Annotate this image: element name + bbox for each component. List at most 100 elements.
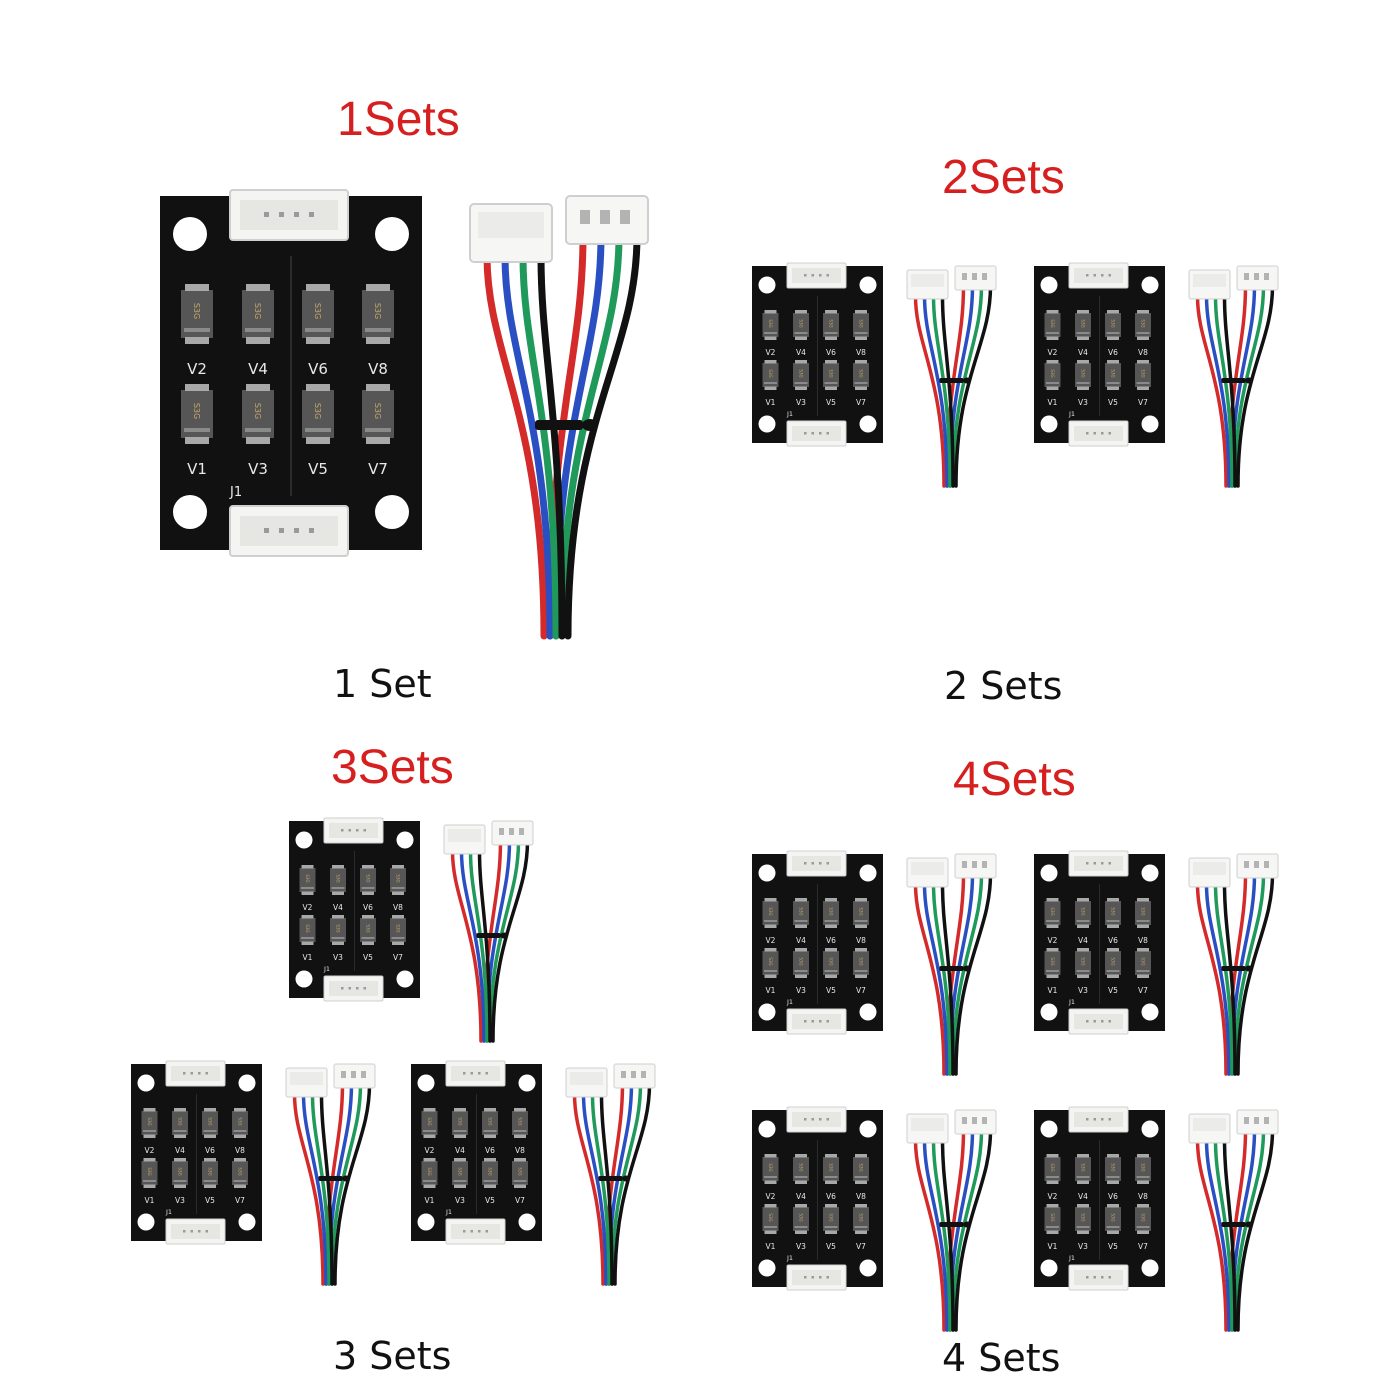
diode: S3G: [232, 1108, 248, 1138]
board-kit: S3GV2S3GV4S3GV6S3GV8S3GV1S3GV3S3GV5S3GV7…: [752, 850, 997, 1076]
diode: S3G: [853, 1204, 869, 1234]
diode: S3G: [202, 1158, 218, 1188]
mount-hole: [417, 1074, 435, 1092]
cable-tie: [476, 933, 501, 938]
diode: S3G: [823, 948, 839, 978]
diode-marking: S3G: [1081, 1213, 1086, 1221]
mount-hole: [1141, 1003, 1159, 1021]
diode-marking: S3G: [829, 957, 834, 965]
diode-label: V7: [235, 1196, 245, 1205]
diode-label: V8: [393, 903, 403, 912]
cable-plug: [906, 1113, 949, 1144]
cable-plug: [1236, 1109, 1279, 1135]
driver-board: S3GV2S3GV4S3GV6S3GV8S3GV1S3GV3S3GV5S3GV7…: [1034, 850, 1165, 1035]
diode-label: V3: [796, 986, 806, 995]
diode-marking: S3G: [829, 1213, 834, 1221]
group-4-title: 4Sets: [953, 753, 1076, 806]
diode: S3G: [853, 948, 869, 978]
diode-label: V5: [485, 1196, 495, 1205]
diode: S3G: [1075, 948, 1091, 978]
diode-marking: S3G: [1141, 369, 1146, 377]
diode: S3G: [512, 1108, 528, 1138]
board-kit: S3GV2S3GV4S3GV6S3GV8S3GV1S3GV3S3GV5S3GV7…: [411, 1060, 656, 1286]
diode-label: V8: [1138, 348, 1148, 357]
driver-board: S3GV2S3GV4S3GV6S3GV8S3GV1S3GV3S3GV5S3GV7…: [289, 817, 420, 1002]
bottom-connector: [229, 505, 349, 557]
mount-hole: [758, 1259, 776, 1277]
driver-board: S3GV2S3GV4S3GV6S3GV8S3GV1S3GV3S3GV5S3GV7…: [752, 1106, 883, 1291]
driver-board: S3GV2S3GV4S3GV6S3GV8S3GV1S3GV3S3GV5S3GV7…: [1034, 1106, 1165, 1291]
mount-hole: [859, 1003, 877, 1021]
mount-hole: [1040, 276, 1058, 294]
diode-label: V6: [826, 936, 836, 945]
diode-label: V6: [1108, 348, 1118, 357]
diode: S3G: [172, 1108, 188, 1138]
diode-label: V5: [826, 986, 836, 995]
cable-tie: [939, 378, 964, 383]
diode-label: V1: [1048, 398, 1058, 407]
diode-label: V6: [1108, 936, 1118, 945]
diode: S3G: [1044, 310, 1061, 340]
mount-hole: [238, 1213, 256, 1231]
diode-label: V1: [1048, 986, 1058, 995]
diode: S3G: [172, 1158, 188, 1188]
mount-hole: [859, 864, 877, 882]
diode: S3G: [1135, 360, 1151, 390]
diode-label: V7: [515, 1196, 525, 1205]
mount-hole: [238, 1074, 256, 1092]
board-kit: S3GV2S3GV4S3GV6S3GV8S3GV1S3GV3S3GV5S3GV7…: [289, 817, 534, 1043]
diode-label: V2: [1048, 348, 1058, 357]
diode-marking: S3G: [458, 1117, 463, 1125]
cable-plug: [285, 1067, 328, 1098]
diode-marking: S3G: [336, 924, 341, 932]
top-connector: [229, 189, 349, 241]
diode: S3G: [1105, 948, 1121, 978]
diode: S3G: [1105, 1204, 1121, 1234]
cable-plug: [565, 195, 649, 245]
diode: S3G: [793, 1154, 809, 1184]
diode-marking: S3G: [488, 1167, 493, 1175]
cable-tie: [939, 966, 964, 971]
mount-hole: [1040, 1003, 1058, 1021]
group-3-caption: 3 Sets: [333, 1334, 452, 1378]
diode-marking: S3G: [768, 369, 773, 377]
diode-label: V5: [826, 1242, 836, 1251]
mount-hole: [137, 1074, 155, 1092]
connector-label: J1: [786, 1254, 793, 1262]
top-connector: [786, 1106, 847, 1133]
diode: S3G: [1044, 1204, 1061, 1234]
diode-label: V5: [308, 460, 328, 478]
diode: S3G: [793, 898, 809, 928]
diode-label: V3: [175, 1196, 185, 1205]
diode-marking: S3G: [799, 319, 804, 327]
diode-marking: S3G: [1111, 1163, 1116, 1171]
diode-label: V6: [826, 1192, 836, 1201]
diode-marking: S3G: [373, 403, 382, 419]
cable-plug: [469, 203, 553, 263]
group-2-title: 2Sets: [942, 151, 1065, 204]
diode-marking: S3G: [1141, 907, 1146, 915]
diode-label: V4: [175, 1146, 185, 1155]
driver-board: S3GV2S3GV4S3GV6S3GV8S3GV1S3GV3S3GV5S3GV7…: [1034, 262, 1165, 447]
diode-marking: S3G: [178, 1167, 183, 1175]
diode-marking: S3G: [1050, 957, 1055, 965]
diode-marking: S3G: [427, 1117, 432, 1125]
diode: S3G: [853, 898, 869, 928]
diode: S3G: [452, 1158, 468, 1188]
diode: S3G: [362, 384, 394, 444]
diode-label: V2: [1048, 1192, 1058, 1201]
mount-hole: [859, 415, 877, 433]
diode: S3G: [390, 865, 406, 895]
diode: S3G: [242, 284, 274, 344]
diode-label: V3: [1078, 986, 1088, 995]
connector-label: J1: [445, 1208, 452, 1216]
diode-label: V4: [333, 903, 343, 912]
diode: S3G: [452, 1108, 468, 1138]
mount-hole: [758, 864, 776, 882]
mount-hole: [375, 217, 409, 251]
cable-harness: [443, 820, 534, 1043]
board-kit: S3GV2S3GV4S3GV6S3GV8S3GV1S3GV3S3GV5S3GV7…: [1034, 262, 1279, 488]
group-2-caption: 2 Sets: [944, 664, 1063, 708]
diode: S3G: [1044, 1154, 1061, 1184]
diode-marking: S3G: [366, 924, 371, 932]
